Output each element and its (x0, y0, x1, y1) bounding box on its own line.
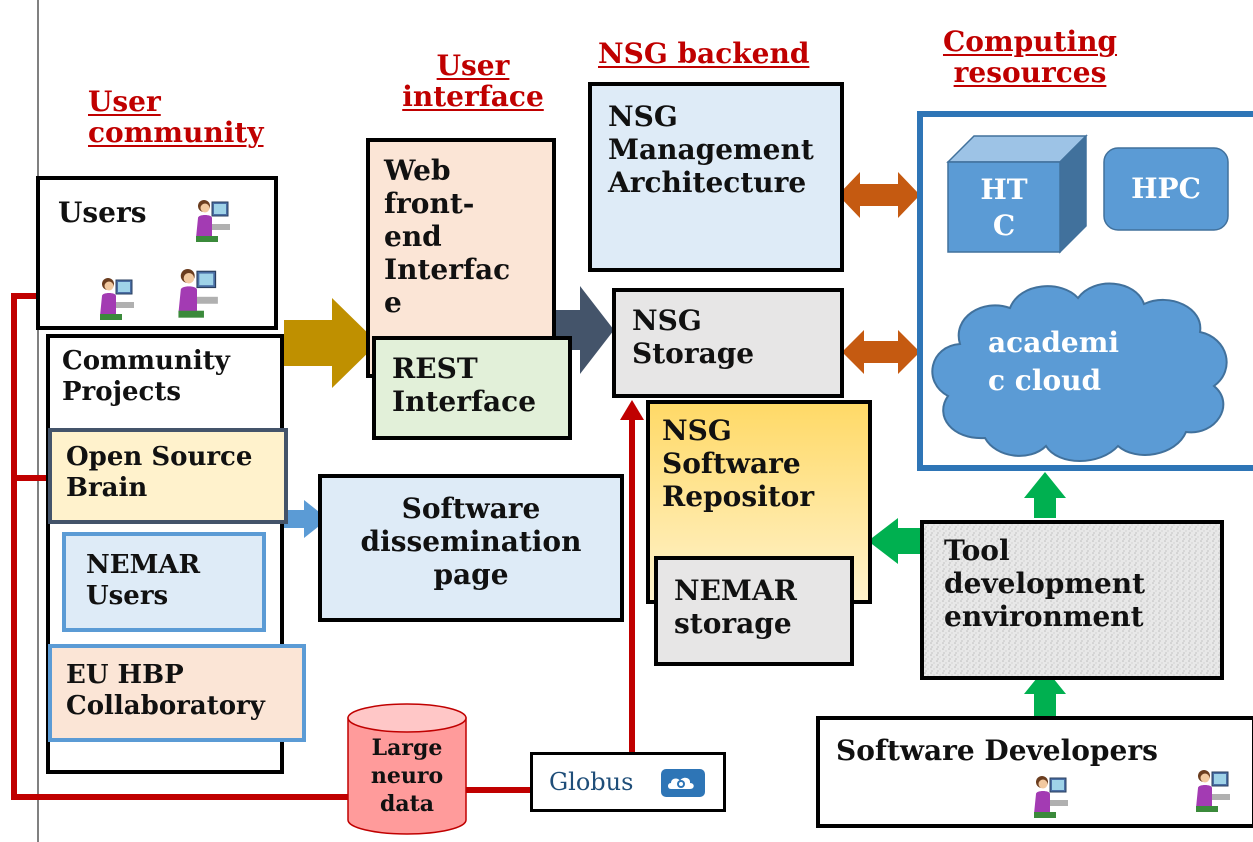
line: Management (608, 133, 814, 166)
heading-line: interface (402, 80, 544, 113)
green-arrow-up-compute (1024, 472, 1066, 518)
line: NEMAR (674, 574, 797, 607)
tool-development-label[interactable]: Tool development environment (944, 534, 1214, 633)
eu-hbp-box[interactable]: EU HBP Collaboratory (48, 644, 306, 742)
htc-label[interactable]: HT C (948, 172, 1060, 244)
heading-line: User (88, 85, 161, 118)
academic-cloud-label[interactable]: academi c cloud (988, 324, 1119, 400)
tool-env-fill (920, 520, 1224, 680)
heading-line: resources (953, 56, 1107, 89)
nsg-storage-box[interactable]: NSG Storage (612, 288, 844, 398)
hpc-shape (1103, 147, 1229, 231)
nsg-management-box[interactable]: NSG Management Architecture (588, 82, 844, 272)
nemar-storage-box[interactable]: NEMAR storage (654, 556, 854, 666)
community-projects-label: Community Projects (62, 346, 272, 408)
line: NEMAR (86, 550, 201, 580)
green-arrow-left-repo (868, 518, 920, 564)
person-at-computer-icon (96, 272, 136, 322)
line: NSG (632, 304, 702, 337)
heading-user-interface: User interface (384, 50, 562, 112)
line: Interface (392, 385, 537, 418)
software-dissemination-box[interactable]: Software dissemination page (318, 474, 624, 622)
person-at-computer-icon (1030, 770, 1070, 820)
gold-arrow (284, 298, 378, 388)
heading-nsg-backend: NSG backend (598, 38, 809, 69)
person-at-computer-icon (172, 262, 222, 320)
person-at-computer-icon (192, 194, 232, 244)
globus-label: Globus (549, 768, 634, 796)
line: neuro (370, 763, 444, 789)
globus-box[interactable]: Globus (530, 752, 726, 812)
line: Open Source (66, 442, 253, 472)
line: environment (944, 600, 1144, 633)
users-label: Users (58, 196, 147, 229)
nsg-software-repository-label: NSG Software Repositor (652, 414, 866, 513)
line: development (944, 567, 1146, 600)
line: Web (384, 154, 451, 187)
open-source-brain-box[interactable]: Open Source Brain (48, 428, 288, 524)
rest-interface-box[interactable]: REST Interface (372, 336, 572, 440)
blue-arrow (282, 500, 328, 538)
line: REST (392, 352, 478, 385)
line: Software (662, 447, 801, 480)
line: Software (401, 492, 541, 525)
large-neuro-data-label: Large neuro data (348, 734, 466, 818)
line: HT (980, 173, 1028, 206)
line: Tool (944, 534, 1010, 567)
line: Community (62, 346, 230, 376)
line: Brain (66, 473, 148, 503)
globus-logo-icon (661, 769, 705, 804)
hpc-text: HPC (1131, 172, 1201, 205)
line: e (384, 286, 402, 319)
line: page (433, 558, 509, 591)
line: Interfac (384, 253, 511, 286)
line: NSG (662, 414, 732, 447)
person-at-computer-icon (1192, 764, 1232, 814)
red-data-lines (11, 293, 635, 800)
red-line-users (11, 293, 355, 800)
line: data (379, 791, 435, 817)
nemar-users-box[interactable]: NEMAR Users (62, 532, 266, 632)
line: Projects (62, 377, 182, 407)
heading-line: community (88, 116, 264, 149)
hpc-label[interactable]: HPC (1104, 172, 1228, 206)
large-neuro-data-cylinder (347, 703, 467, 835)
software-developers-label: Software Developers (836, 734, 1158, 767)
line: c cloud (988, 364, 1102, 397)
line: EU HBP (66, 660, 184, 690)
computing-resources-frame (917, 111, 1253, 471)
heading-line: Computing (942, 25, 1118, 58)
line: Collaboratory (66, 691, 265, 721)
line: dissemination (360, 525, 582, 558)
heading-line: NSG backend (598, 37, 810, 70)
line: academi (988, 326, 1119, 359)
line: front- (384, 187, 475, 220)
line: Large (371, 735, 443, 761)
green-arrow-up-tools (1024, 668, 1066, 716)
line: C (992, 209, 1016, 242)
heading-computing-resources: Computing resources (930, 26, 1130, 88)
slate-arrow (556, 286, 614, 374)
line: NSG (608, 100, 678, 133)
red-arrowhead-storage (620, 400, 644, 420)
line: Repositor (662, 480, 815, 513)
line: Users (86, 581, 169, 611)
line: Storage (632, 337, 755, 370)
orange-double-arrow-bottom (842, 330, 920, 374)
heading-user-community: User community (88, 86, 264, 148)
line: storage (674, 607, 792, 640)
orange-double-arrow-top (838, 172, 920, 218)
academic-cloud-shape (931, 282, 1228, 462)
users-box[interactable]: Users (36, 176, 278, 330)
heading-line: User (436, 49, 510, 82)
line: Architecture (608, 166, 807, 199)
line: end (384, 220, 442, 253)
htc-cube-shape (946, 134, 1088, 254)
